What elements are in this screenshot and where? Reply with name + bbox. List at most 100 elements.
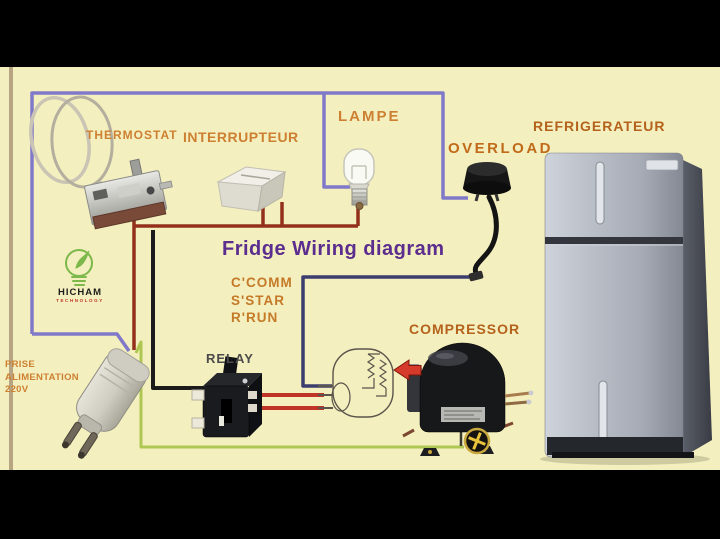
wire-dark-red-line (132, 196, 360, 350)
overload-top (467, 162, 507, 176)
wire-relay-to-motor (254, 393, 324, 410)
ground-screw-symbol (463, 427, 491, 455)
compressor-tube-cap-2 (526, 399, 532, 405)
compressor-tube-cap-1 (528, 390, 534, 396)
thermostat-detail-light (117, 182, 142, 199)
overload-pins (474, 193, 500, 202)
switch-rocker-line (240, 174, 271, 180)
thermostat-label: THERMOSTAT (86, 128, 178, 142)
compressor-illustration (402, 342, 534, 456)
switch-side-face (257, 171, 286, 212)
lamp-contact-tip (355, 202, 364, 210)
fridge-side-panel (683, 160, 712, 457)
logo-bulb-icon (65, 249, 93, 286)
motor-coil-1 (366, 353, 376, 379)
fridge-plinth (547, 437, 683, 455)
overload-illustration (463, 162, 511, 282)
fridge-base-shadow (552, 452, 694, 458)
compressor-label: COMPRESSOR (409, 321, 521, 337)
legend-comm: C'COMM (231, 275, 293, 290)
lamp-glass (343, 148, 375, 186)
thermostat-terminal (158, 180, 173, 190)
compressor-plate-text-lines (444, 410, 482, 420)
plug-ridges (99, 366, 137, 396)
logo-name: HICHAM (58, 287, 102, 298)
plug-pin-tip-right (77, 451, 85, 459)
overload-cable-lug (468, 270, 484, 282)
fridge-freezer-handle (595, 161, 605, 225)
ground-cross (468, 432, 486, 450)
legend-star: S'STAR (231, 292, 285, 308)
thermostat-cam (146, 186, 155, 195)
motor-pins (318, 385, 333, 409)
relay-wire-sleeve-2 (248, 404, 257, 412)
prise-label-line1: PRISE (5, 359, 36, 370)
letterbox-bottom (0, 470, 720, 539)
relay-terminal-upper (191, 389, 205, 401)
prise-label-line2: ALIMENTATION (5, 371, 79, 383)
fridge-front (544, 152, 684, 458)
motor-capsule-outline (332, 348, 394, 418)
compressor-glint (436, 353, 454, 359)
plug-pin-tip-left (61, 441, 69, 449)
interrupteur-label: INTERRUPTEUR (183, 129, 299, 145)
overload-cable (472, 194, 499, 276)
thermostat-detail-dark (92, 188, 109, 201)
lamp-illustration (343, 148, 375, 210)
motor-coil-links (362, 353, 387, 397)
prise-label-line3: 220V (5, 384, 29, 395)
relay-label: RELAY (206, 351, 254, 366)
compressor-tube-2 (504, 400, 529, 406)
relay-top-face (203, 373, 262, 386)
diagram-title: Fridge Wiring diagram (222, 238, 445, 260)
overload-label: OVERLOAD (448, 140, 554, 157)
wire-navy-overload-to-motor (301, 275, 478, 388)
wire-purple-lamp-branch (322, 93, 350, 189)
relay-illustration (191, 356, 262, 438)
compressor-tube-1 (504, 391, 531, 398)
logo-text: HICHAM TECHNOLOGY (50, 287, 110, 303)
lamp-filament (351, 165, 367, 179)
refrigerateur-label: REFRIGERATEUR (533, 118, 666, 134)
wire-purple-main-loop (30, 91, 468, 334)
overload-bottom (463, 181, 511, 195)
compressor-left-bracket (407, 372, 423, 412)
relay-slot (221, 399, 232, 423)
wire-green-ground (134, 340, 464, 449)
fridge-door-divider (545, 237, 683, 244)
wire-purple-supply (30, 91, 468, 353)
prise-alimentation-label: PRISE ALIMENTATION 220V (5, 359, 79, 397)
refrigerator-illustration (540, 152, 712, 465)
relay-wire-sleeve-1 (248, 391, 257, 399)
motor-winding-schematic (318, 348, 394, 418)
legend-run: R'RUN (231, 310, 279, 325)
relay-rivet (242, 378, 248, 384)
logo-subtitle: TECHNOLOGY (56, 298, 104, 303)
red-arrow-icon (393, 359, 422, 381)
wire-black-thermostat-to-relay (151, 230, 204, 390)
switch-front-face (217, 181, 263, 212)
lamp-screw-ridges (352, 192, 367, 202)
thermostat-illustration (29, 95, 173, 230)
power-plug-illustration (61, 348, 150, 459)
terminal-legend: C'COMM S'STAR R'RUN (231, 274, 293, 327)
switch-illustration (216, 166, 287, 212)
wire-purple-to-plug (32, 332, 131, 353)
letterbox-top (0, 0, 720, 67)
frame-edge-artifact (9, 67, 13, 470)
logo-bulb-leaf (75, 250, 90, 269)
lampe-label: LAMPE (338, 108, 401, 125)
logo-bulb-base-lines (71, 276, 87, 286)
fridge-lower-handle (598, 380, 608, 442)
fridge-badge (645, 159, 679, 171)
relay-slot-white-detail (219, 416, 224, 426)
thermostat-body (84, 158, 173, 230)
motor-coil-2 (378, 359, 388, 389)
relay-top-tab (222, 356, 239, 378)
compressor-bolt-left (428, 450, 432, 454)
relay-terminal-lower (191, 417, 205, 429)
motor-plug-oval (331, 382, 351, 412)
plug-neck (77, 414, 103, 436)
